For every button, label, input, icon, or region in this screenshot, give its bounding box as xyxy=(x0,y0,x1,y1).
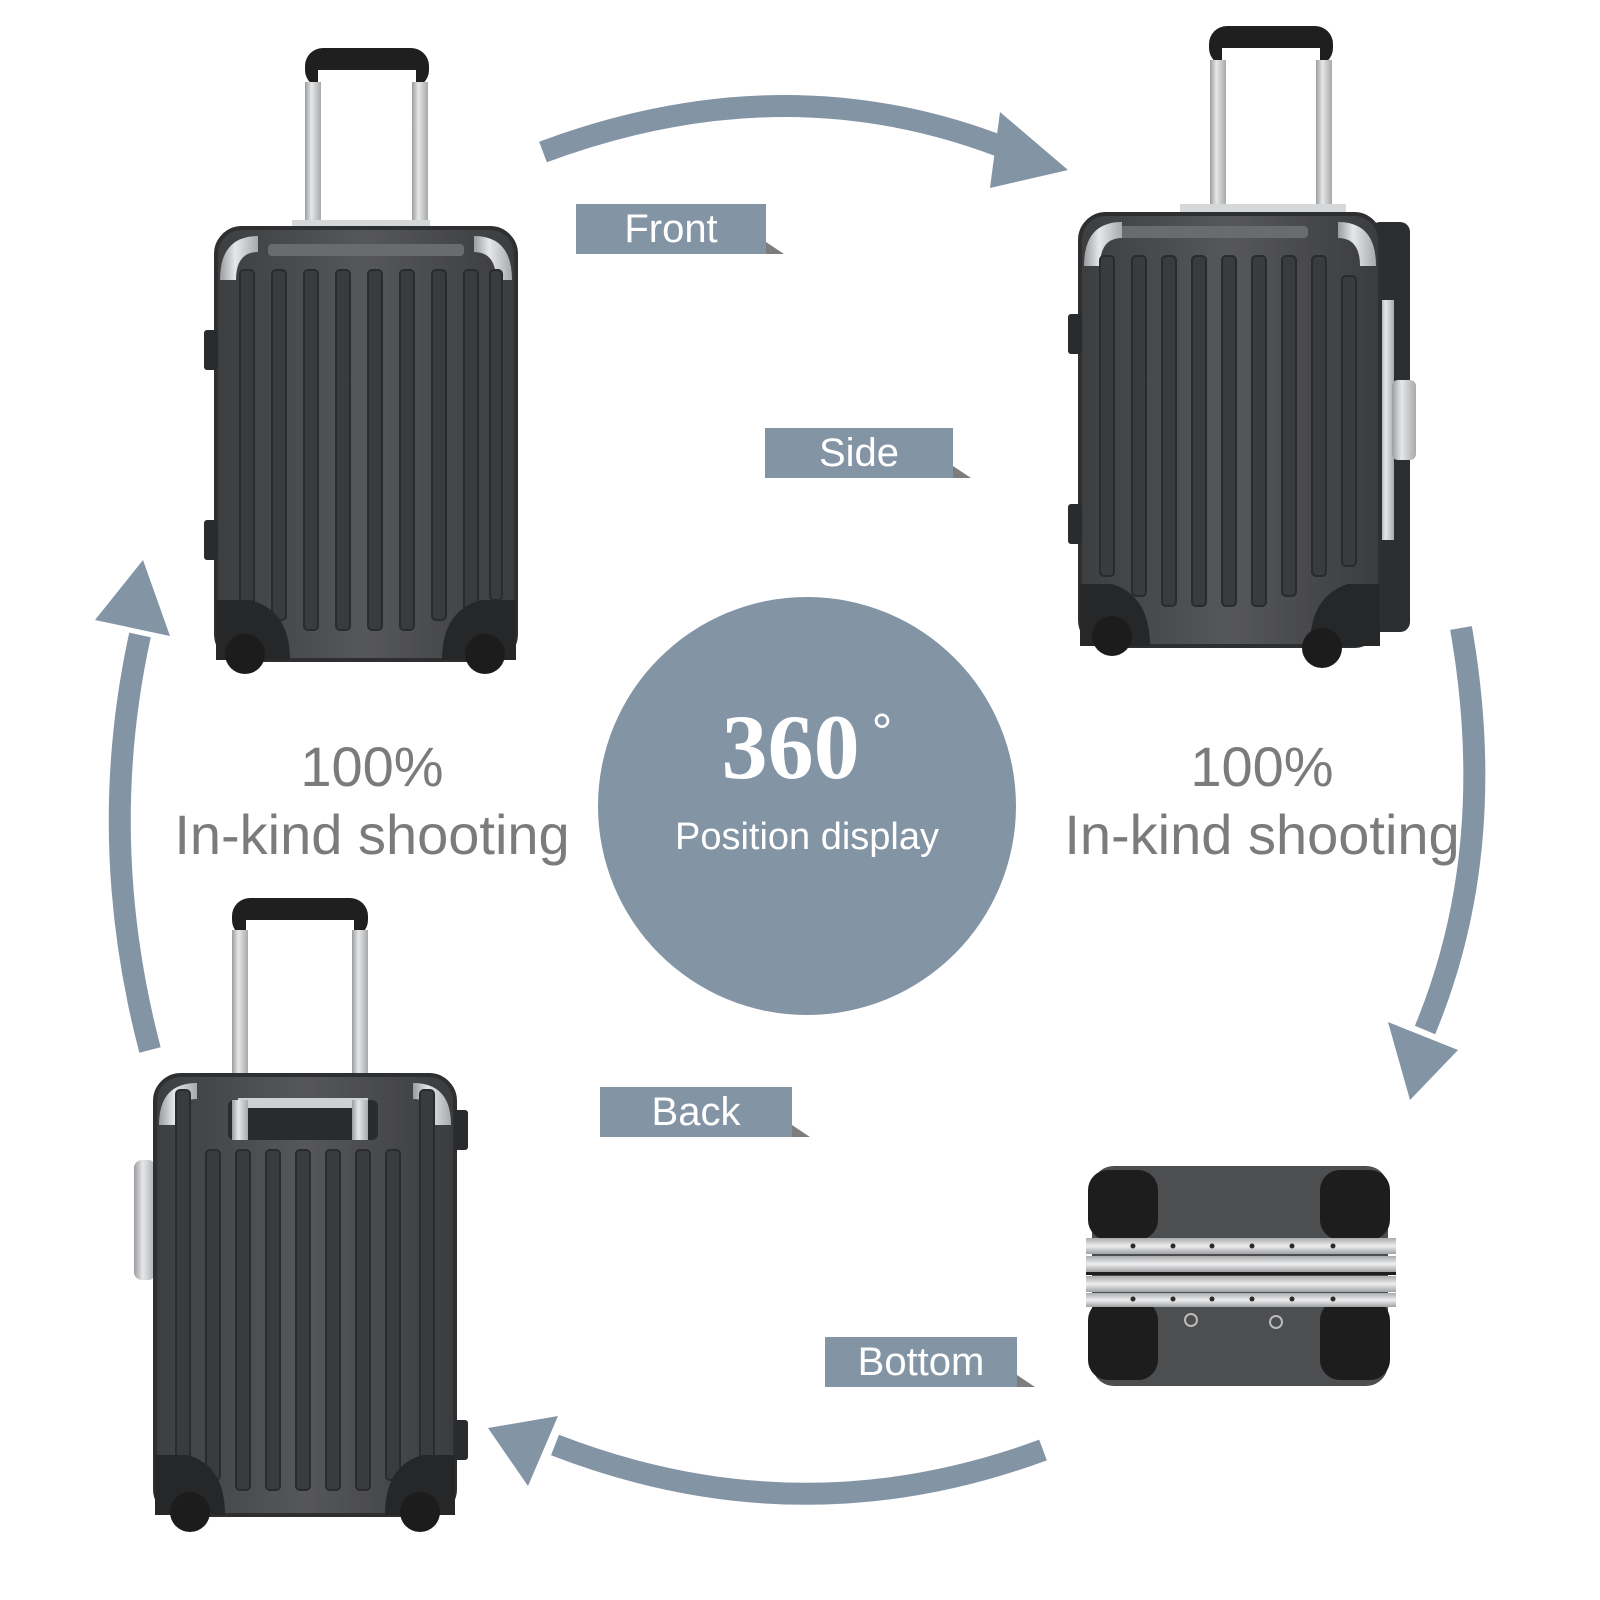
bottom-arrow xyxy=(488,1416,1047,1505)
view-label-text: Back xyxy=(651,1090,741,1134)
view-label-bottom: Bottom xyxy=(825,1337,1035,1387)
view-label-text: Side xyxy=(818,431,900,475)
suitcase-front-view xyxy=(204,48,518,674)
suitcase-side-view xyxy=(1068,26,1416,668)
view-label-text: Front xyxy=(624,207,718,251)
left-arrow xyxy=(95,560,170,1053)
tag-fold-icon xyxy=(766,242,784,254)
degree-symbol: ° xyxy=(871,704,893,762)
badge-subtitle: Position display xyxy=(674,816,940,858)
claim-percent: 100% xyxy=(300,735,444,798)
claim-left: 100% In-kind shooting xyxy=(152,735,592,871)
tag-fold-icon xyxy=(792,1125,810,1137)
top-arrow xyxy=(539,95,1068,188)
degrees-value: 360° xyxy=(598,697,1016,797)
claim-text: In-kind shooting xyxy=(1064,803,1460,866)
tag-fold-icon xyxy=(1017,1375,1035,1387)
suitcase-bottom-view xyxy=(1086,1166,1396,1386)
view-label-text: Bottom xyxy=(857,1340,985,1384)
right-arrow xyxy=(1388,626,1486,1100)
claim-percent: 100% xyxy=(1190,735,1334,798)
view-label-side: Side xyxy=(765,428,971,478)
view-label-front: Front xyxy=(576,204,784,254)
tag-fold-icon xyxy=(953,466,971,478)
center-badge: 360° Position display xyxy=(598,597,1016,1015)
suitcase-back-view xyxy=(134,898,468,1532)
view-label-back: Back xyxy=(600,1087,810,1137)
claim-right: 100% In-kind shooting xyxy=(1042,735,1482,871)
degrees-number: 360 xyxy=(721,696,860,798)
claim-text: In-kind shooting xyxy=(174,803,570,866)
